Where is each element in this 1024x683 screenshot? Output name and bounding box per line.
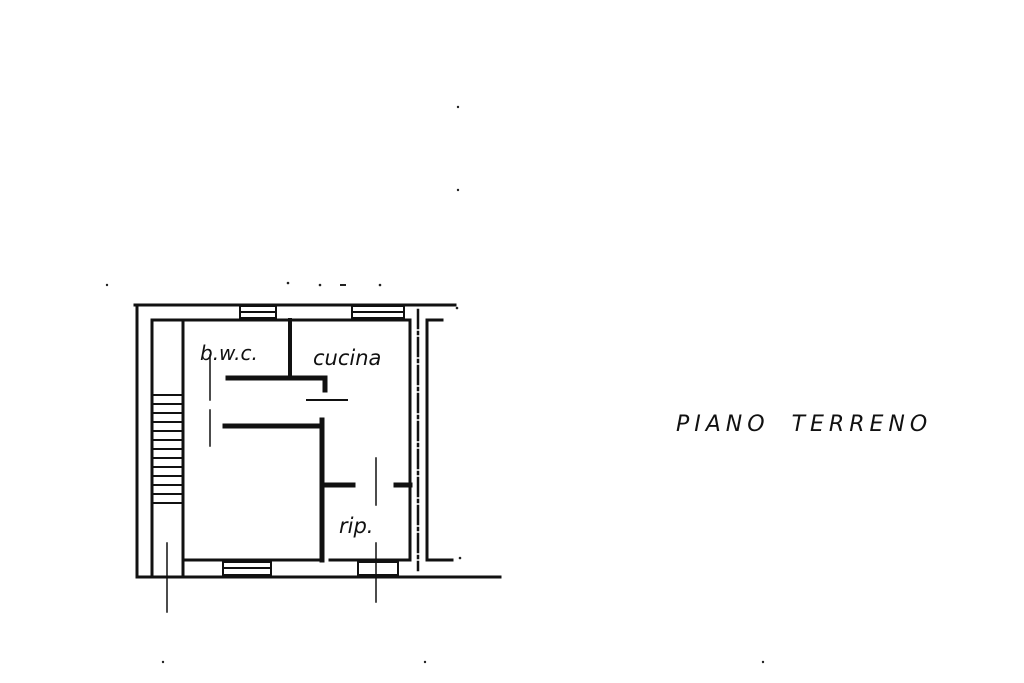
plan-title-word1: PIANO <box>676 412 770 437</box>
room-label-cucina: cucina <box>313 346 381 370</box>
stray-dots <box>105 105 765 664</box>
windows <box>222 305 405 576</box>
thin-dividers <box>209 354 377 506</box>
section-marks <box>166 542 377 613</box>
inner-walls <box>222 318 413 563</box>
room-label-bwc: b.w.c. <box>200 341 258 365</box>
room-label-rip: rip. <box>339 514 373 538</box>
plan-title: PIANO TERRENO <box>676 412 932 437</box>
stairs <box>153 394 183 504</box>
plan-title-word2: TERRENO <box>791 412 933 437</box>
